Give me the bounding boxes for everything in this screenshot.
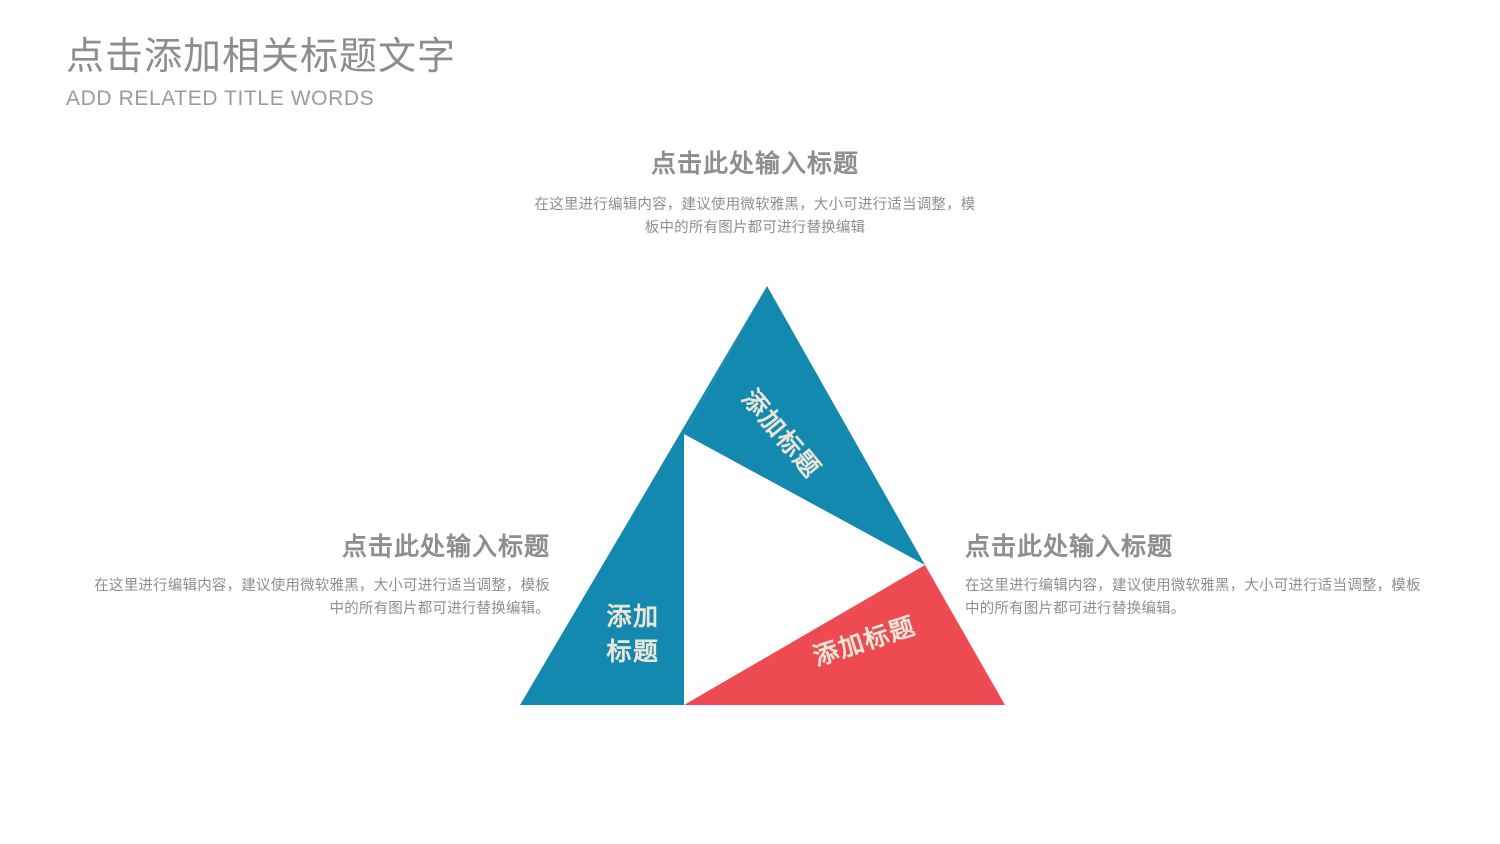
triangle-diagram: 添加标题 添加 标题 添加标题 <box>480 265 1040 735</box>
text-block-right-body: 在这里进行编辑内容，建议使用微软雅黑，大小可进行适当调整，模板中的所有图片都可进… <box>965 578 1421 617</box>
triangle-label-left-line2: 标题 <box>606 638 659 666</box>
page-title: 点击添加相关标题文字 <box>66 36 457 78</box>
text-block-right: 点击此处输入标题 在这里进行编辑内容，建议使用微软雅黑，大小可进行适当调整，模板… <box>965 531 1435 621</box>
text-block-right-title: 点击此处输入标题 <box>965 533 1174 561</box>
text-block-top: 点击此处输入标题 在这里进行编辑内容，建议使用微软雅黑，大小可进行适当调整，模板… <box>520 148 990 240</box>
triangle-label-left-line1: 添加 <box>606 603 659 631</box>
page-subtitle: ADD RELATED TITLE WORDS <box>66 87 375 110</box>
text-block-top-title: 点击此处输入标题 <box>650 150 859 178</box>
text-block-left-body: 在这里进行编辑内容，建议使用微软雅黑，大小可进行适当调整，模板中的所有图片都可进… <box>94 578 550 617</box>
slide-header: 点击添加相关标题文字 ADD RELATED TITLE WORDS <box>66 34 766 112</box>
triangle-diagram-svg: 添加标题 添加 标题 添加标题 <box>520 286 1005 705</box>
text-block-top-body: 在这里进行编辑内容，建议使用微软雅黑，大小可进行适当调整，模板中的所有图片都可进… <box>534 197 976 236</box>
triangle-segment-bottom-right[interactable] <box>684 565 1005 705</box>
triangle-segment-left[interactable] <box>520 286 767 705</box>
triangle-segment-top-right[interactable] <box>684 286 925 565</box>
text-block-left-title: 点击此处输入标题 <box>341 533 550 561</box>
triangle-label-left-group: 添加 标题 <box>606 603 659 666</box>
text-block-left: 点击此处输入标题 在这里进行编辑内容，建议使用微软雅黑，大小可进行适当调整，模板… <box>70 531 550 621</box>
